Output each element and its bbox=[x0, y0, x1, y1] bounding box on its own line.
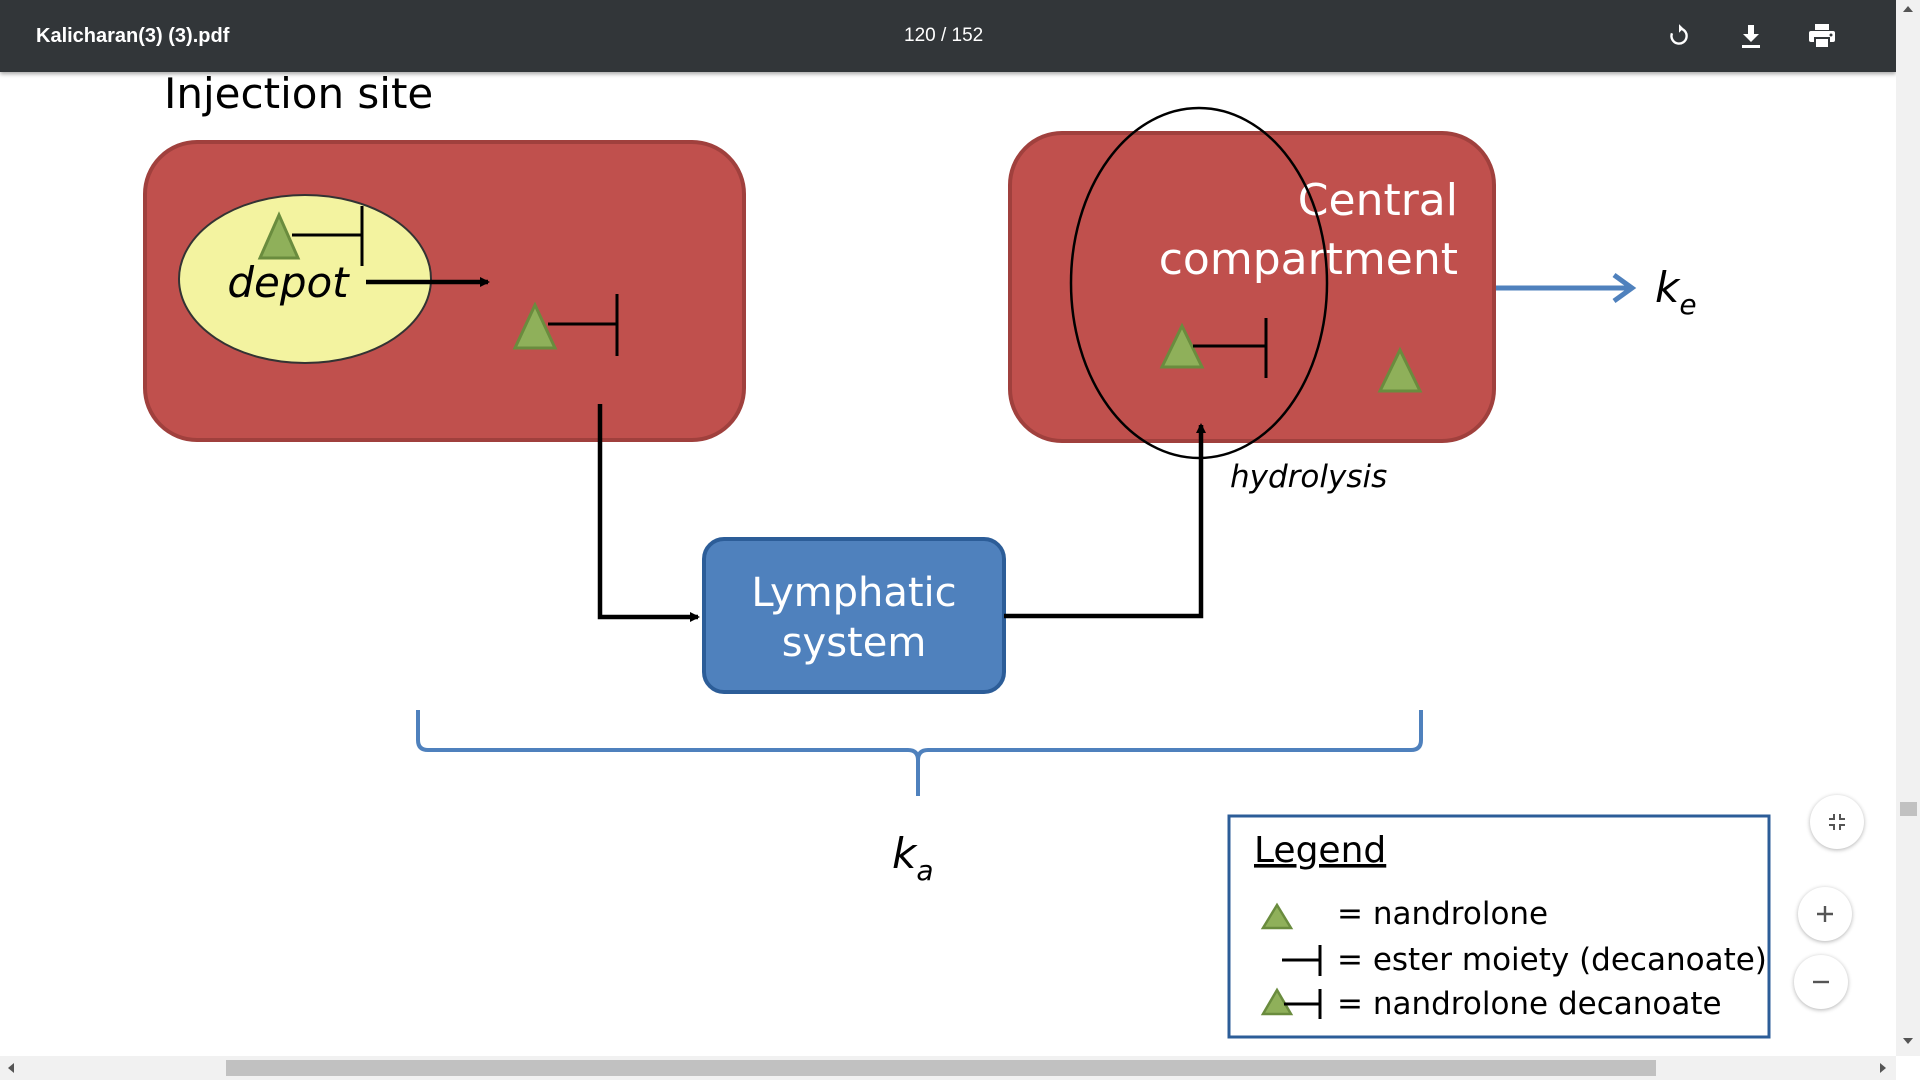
fit-to-page-button[interactable] bbox=[1810, 795, 1864, 849]
central-compartment-label-line1: Central bbox=[1298, 175, 1458, 226]
legend-nandrolone-icon bbox=[1260, 902, 1294, 930]
absorption-arrow bbox=[597, 404, 700, 622]
vertical-scroll-thumb[interactable] bbox=[1900, 802, 1917, 816]
print-icon bbox=[1809, 24, 1835, 49]
rotate-button[interactable] bbox=[1655, 12, 1703, 60]
vertical-scrollbar[interactable] bbox=[1896, 0, 1920, 1056]
pdf-page: Injection site depot Central compartment… bbox=[0, 72, 1896, 1056]
lymphatic-label-line2: system bbox=[782, 620, 927, 666]
nandrolone-triangle bbox=[512, 301, 558, 350]
depot-ellipse bbox=[178, 194, 432, 364]
rotate-icon bbox=[1670, 24, 1688, 45]
injection-site-heading: Injection site bbox=[164, 72, 433, 118]
transport-arrow bbox=[1004, 423, 1206, 619]
page-indicator[interactable]: 120 / 152 bbox=[904, 25, 984, 46]
absorption-brace bbox=[416, 710, 1423, 796]
zoom-out-button[interactable] bbox=[1794, 955, 1848, 1009]
pharmacokinetic-diagram: Injection site depot Central compartment… bbox=[143, 72, 1771, 1039]
nandrolone-triangle bbox=[1159, 322, 1205, 369]
document-title: Kalicharan(3) (3).pdf bbox=[36, 25, 230, 47]
scroll-right-icon[interactable] bbox=[1878, 1062, 1888, 1074]
scroll-up-icon[interactable] bbox=[1902, 4, 1914, 14]
download-button[interactable] bbox=[1727, 12, 1775, 60]
fit-to-page-icon bbox=[1829, 814, 1845, 830]
ka-label: ka bbox=[892, 829, 934, 887]
horizontal-scroll-thumb[interactable] bbox=[226, 1060, 1656, 1076]
zoom-out-icon bbox=[1813, 980, 1829, 984]
lymphatic-label-line1: Lymphatic bbox=[751, 570, 956, 616]
central-compartment-label-line2: compartment bbox=[1159, 234, 1458, 285]
legend-decanoate-text: = nandrolone decanoate bbox=[1337, 986, 1722, 1022]
zoom-in-button[interactable] bbox=[1798, 887, 1852, 941]
download-icon bbox=[1742, 25, 1760, 48]
ke-label: ke bbox=[1655, 263, 1697, 321]
legend-decanoate-triangle bbox=[1260, 987, 1294, 1016]
nandrolone-triangle bbox=[1377, 346, 1423, 393]
elimination-arrow-head bbox=[1612, 272, 1637, 304]
legend-nandrolone-text: = nandrolone bbox=[1337, 896, 1548, 932]
zoom-in-icon bbox=[1817, 906, 1833, 922]
horizontal-scrollbar[interactable] bbox=[0, 1056, 1896, 1080]
scroll-left-icon[interactable] bbox=[6, 1062, 16, 1074]
hydrolysis-label: hydrolysis bbox=[1230, 459, 1387, 495]
legend-title: Legend bbox=[1254, 830, 1386, 871]
pdf-toolbar: Kalicharan(3) (3).pdf 120 / 152 bbox=[0, 0, 1896, 72]
depot-label: depot bbox=[227, 258, 350, 307]
scroll-down-icon[interactable] bbox=[1902, 1036, 1914, 1046]
print-button[interactable] bbox=[1798, 12, 1846, 60]
legend-ester-text: = ester moiety (decanoate) bbox=[1337, 942, 1767, 978]
nandrolone-triangle bbox=[257, 211, 301, 260]
